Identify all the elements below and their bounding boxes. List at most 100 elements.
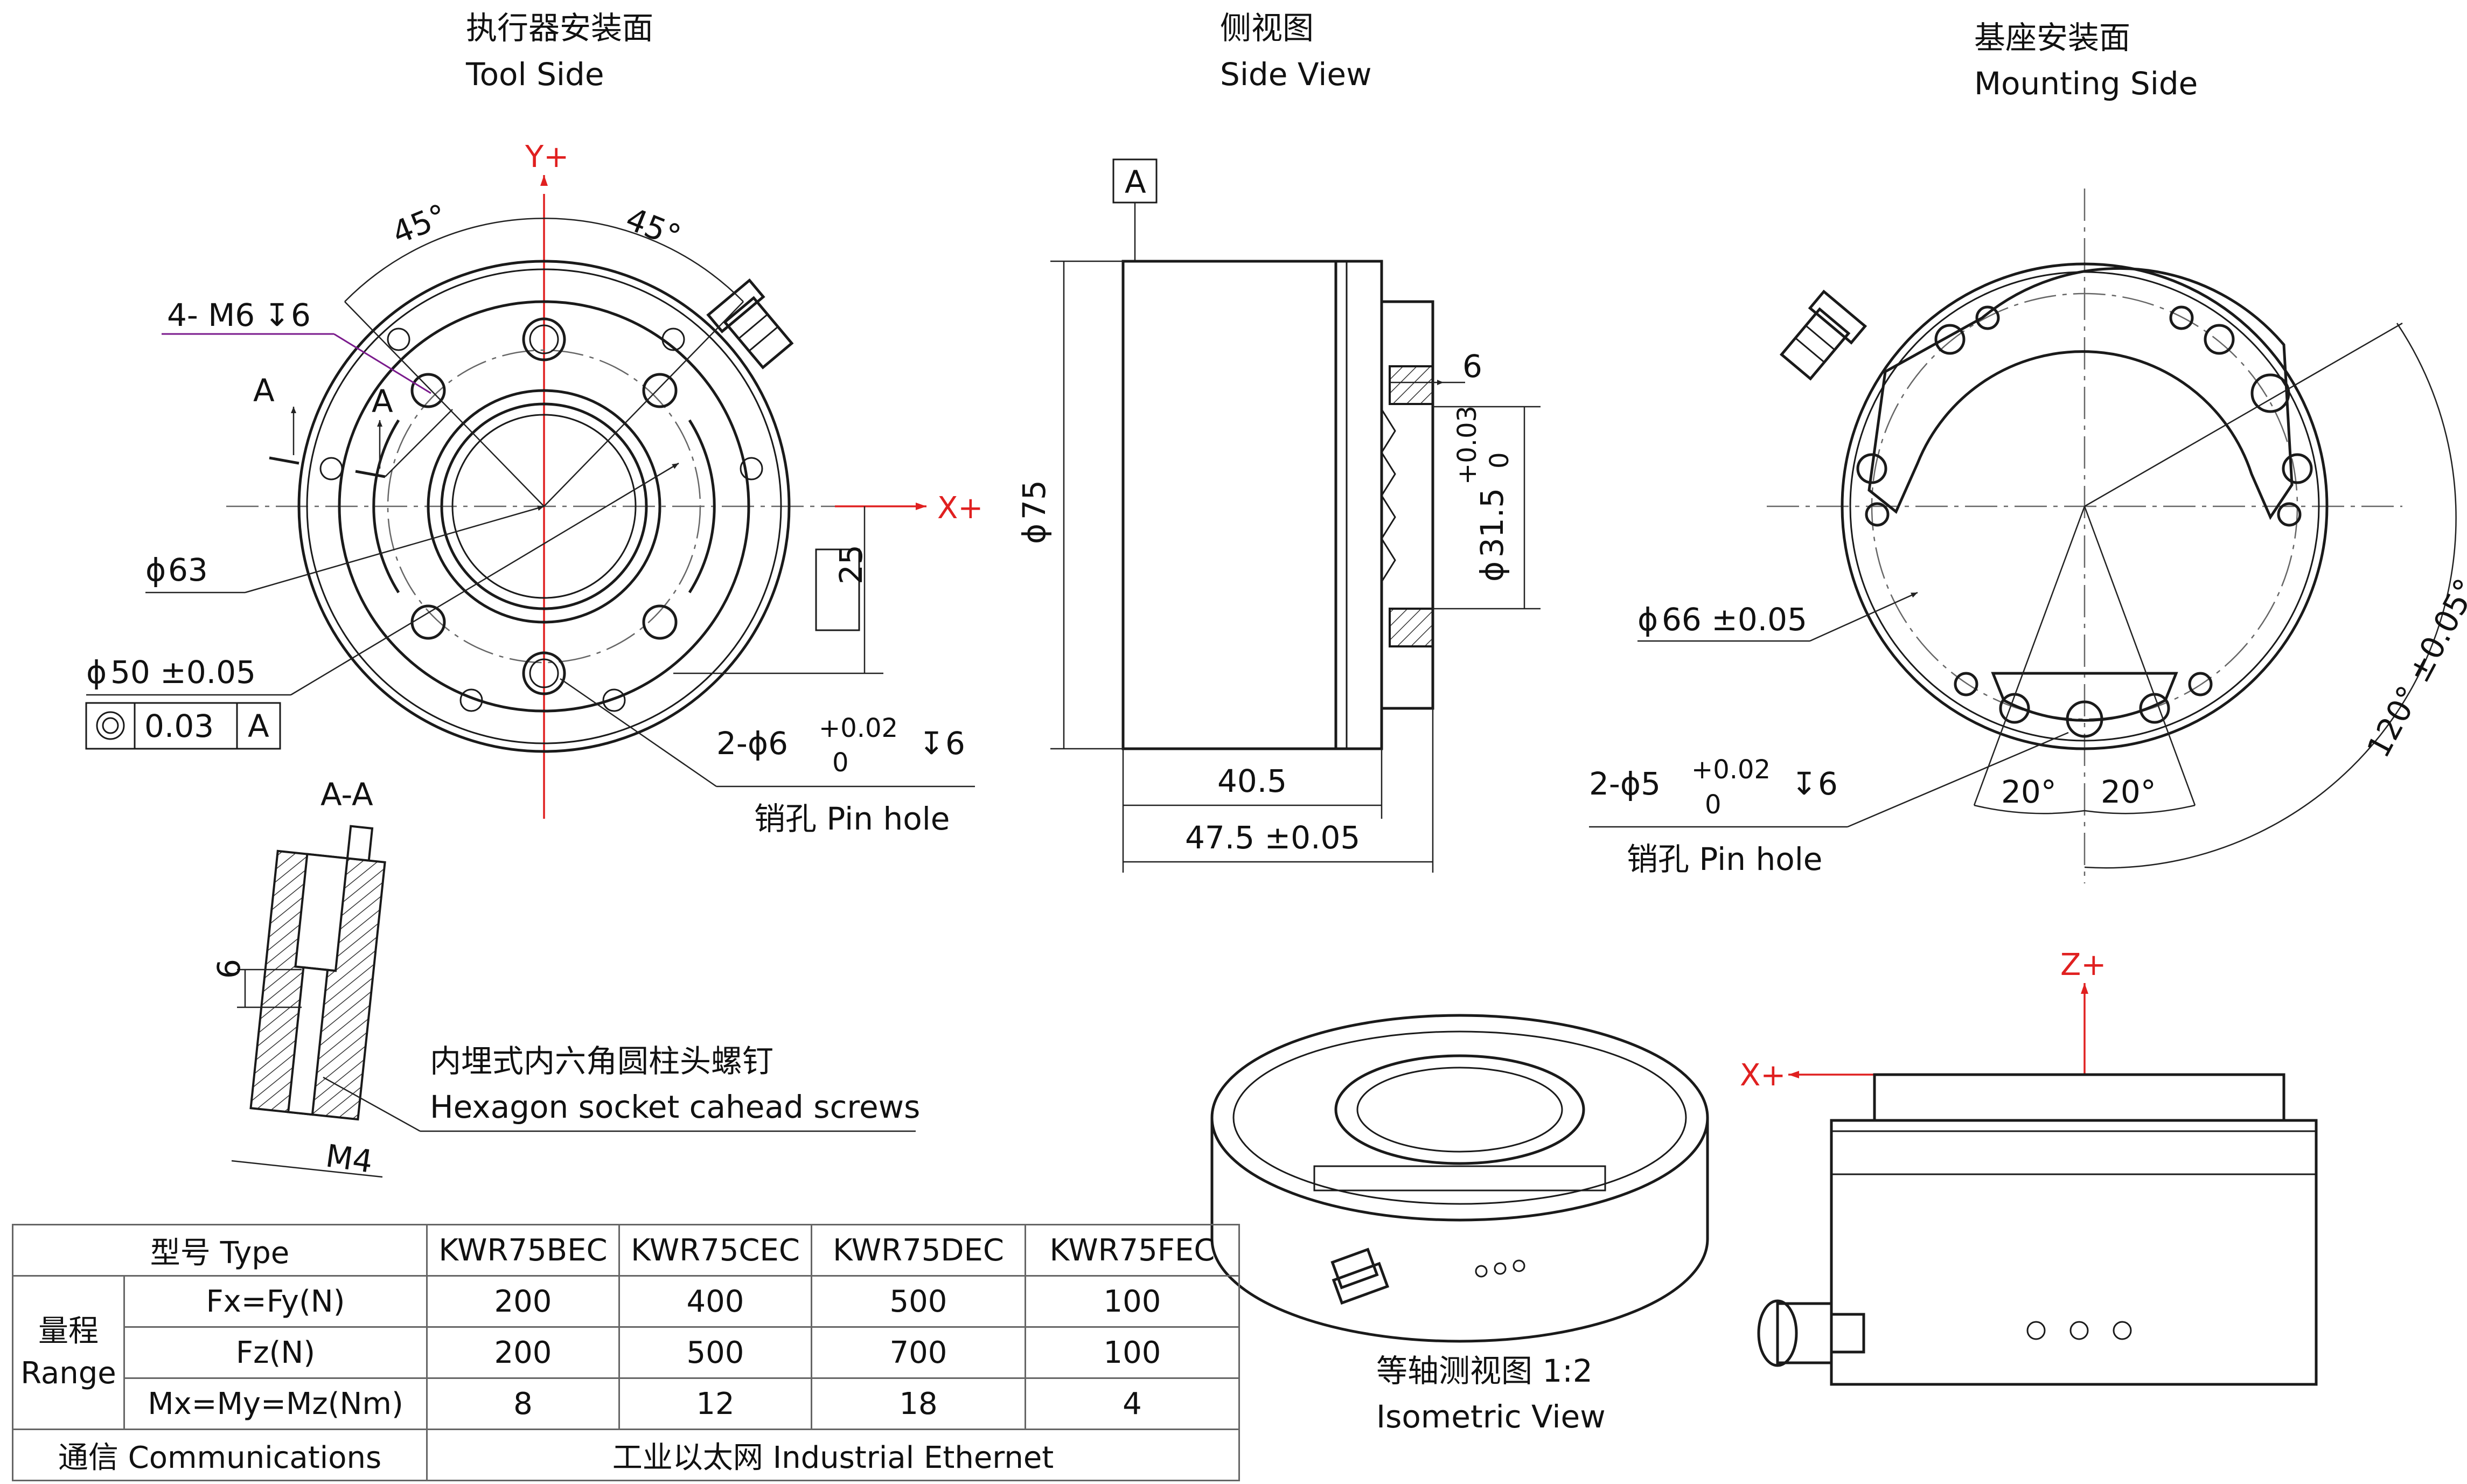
front-led-3-icon: [2113, 1321, 2132, 1340]
y-plus-label: Y+: [525, 140, 569, 175]
range-label-cn: 量程: [38, 1313, 99, 1349]
tolerance-value: 0.03: [144, 708, 214, 744]
value-cell: 500: [811, 1275, 1026, 1328]
front-gland-icon: [1757, 1299, 1865, 1367]
ring-circle: [338, 300, 750, 713]
tool-side-title-en: Tool Side: [465, 56, 604, 93]
concentricity-icon: [96, 711, 125, 740]
side-view: 侧视图 Side View A ϕ 75 ϕ 31.5 +0.03 0: [1016, 10, 1541, 873]
phi-icon-4: ϕ: [1474, 561, 1510, 582]
side-view-title-en: Side View: [1220, 56, 1372, 93]
thread-hole-2-icon: [642, 373, 678, 408]
mount-pin-hole-label: 销孔 Pin hole: [1627, 841, 1823, 877]
phi75-label: 75: [1016, 480, 1053, 520]
x-plus-label: X+: [937, 491, 983, 526]
screw-label-cn: 内埋式内六角圆柱头螺钉: [430, 1043, 773, 1079]
phi-icon-5: ϕ: [1637, 601, 1658, 638]
tool-side-view: 执行器安装面 Tool Side Y+ X+: [85, 10, 983, 837]
len-inner-label: 40.5: [1217, 763, 1287, 799]
table-row: 通信 Communications 工业以太网 Industrial Ether…: [12, 1429, 1240, 1481]
dim25-box: [815, 548, 860, 631]
value-cell: 700: [811, 1326, 1026, 1379]
table-row: Mx=My=Mz(Nm) 8 12 18 4: [13, 1377, 1240, 1430]
spec-table: 型号 Type KWR75BEC KWR75CEC KWR75DEC KWR75…: [12, 1224, 1240, 1481]
screw-label-en: Hexagon socket cahead screws: [430, 1089, 920, 1125]
mount-hole-3-icon: [2169, 305, 2194, 330]
param-cell: Mx=My=Mz(Nm): [123, 1377, 428, 1430]
comm-label: 通信 Communications: [12, 1429, 428, 1481]
value-cell: 12: [618, 1377, 812, 1430]
cable-gland-icon: [706, 278, 794, 370]
tolerance-datum: A: [248, 708, 269, 744]
angle-right-label: 45°: [621, 200, 686, 255]
isometric-view: 等轴测视图 1:2 Isometric View: [1210, 1014, 1709, 1435]
param-cell: Fz(N): [123, 1326, 428, 1379]
iso-top: [1210, 1014, 1709, 1222]
pin-tol-lower: 0: [832, 748, 849, 778]
section-mark-a-1: A: [253, 372, 275, 409]
datum-label: A: [1125, 164, 1146, 200]
mount-arc-plate: [1867, 267, 2294, 520]
front-view: Z+ X+: [1740, 947, 2318, 1386]
section-title: A-A: [320, 776, 373, 813]
left-slot: [372, 419, 400, 594]
model-col-3: KWR75DEC: [811, 1224, 1026, 1277]
phi50-label: 50 ±0.05: [110, 654, 256, 691]
mount-hole-8-icon: [1856, 453, 1887, 484]
angle-left-label: 45°: [387, 197, 452, 252]
depth-icon-3: ↧: [1791, 765, 1817, 802]
mounting-title-en: Mounting Side: [1974, 65, 2198, 102]
value-cell: 200: [426, 1275, 620, 1328]
tool-side-title-cn: 执行器安装面: [466, 10, 653, 46]
outer-flange-circle: [297, 260, 791, 753]
phi-icon: ϕ: [145, 552, 166, 588]
mount-hole-9-icon: [1865, 502, 1890, 527]
tolerance-frame: [85, 702, 281, 750]
side-flange: [1380, 300, 1434, 710]
pin-depth-label: 6: [945, 725, 965, 762]
iso-title-en: Isometric View: [1376, 1398, 1606, 1435]
value-cell: 8: [426, 1377, 620, 1430]
front-top-flange: [1873, 1073, 2285, 1122]
param-cell: Fx=Fy(N): [123, 1275, 428, 1328]
model-col-2: KWR75CEC: [618, 1224, 812, 1277]
thread-hole-4-icon: [642, 604, 678, 640]
section-mark-line-1: [269, 456, 299, 465]
thread-depth-label: 6: [291, 297, 311, 333]
len-total-label: 47.5 ±0.05: [1185, 819, 1360, 856]
angle-arc-120: [2084, 323, 2457, 869]
right-slot: [688, 419, 716, 594]
range-label-en: Range: [20, 1356, 116, 1391]
mounting-side-view: 基座安装面 Mounting Side 120° ±0.0: [1589, 19, 2467, 883]
mount-hole-13-icon: [2188, 672, 2213, 696]
section-mark-a-2: A: [372, 383, 393, 420]
mounting-title-cn: 基座安装面: [1974, 19, 2130, 56]
pin-tol-upper: +0.02: [819, 713, 898, 743]
hatch-top: [1389, 365, 1434, 405]
phi-icon-3: ϕ: [1016, 524, 1053, 544]
type-header: 型号 Type: [12, 1224, 428, 1277]
comm-value: 工业以太网 Industrial Ethernet: [426, 1429, 1240, 1481]
front-body: [1830, 1119, 2318, 1386]
front-led-1-icon: [2026, 1321, 2046, 1340]
table-row: 量程 Range Fx=Fy(N) 200 400 500 100: [12, 1275, 1240, 1430]
pin-hole-bottom-icon: [522, 651, 566, 695]
x-plus-label-2: X+: [1740, 1058, 1786, 1093]
section-view: A-A 6 M4 内埋式内六角圆柱头螺钉 Hexagon socket cahe…: [211, 776, 920, 1180]
mount-hole-1-icon: [1934, 324, 1966, 355]
value-cell: 18: [811, 1377, 1026, 1430]
mount-pin-hole-icon: [2066, 700, 2103, 738]
iso-title-cn: 等轴测视图 1:2: [1376, 1353, 1593, 1389]
depth-icon: ↧: [264, 297, 290, 333]
pin-hole-label: 销孔 Pin hole: [754, 800, 950, 837]
value-cell: 4: [1025, 1377, 1240, 1430]
mount-hole-4-icon: [2204, 324, 2235, 355]
pin-hole-top-icon: [522, 317, 566, 361]
dim6-label: 6: [1462, 348, 1482, 385]
section-dim6: 6: [211, 959, 247, 979]
phi31-upper: +0.03: [1452, 406, 1482, 485]
mount-pin-depth: 6: [1818, 765, 1838, 802]
angle-arc: [344, 218, 744, 302]
model-col-1: KWR75BEC: [426, 1224, 620, 1277]
